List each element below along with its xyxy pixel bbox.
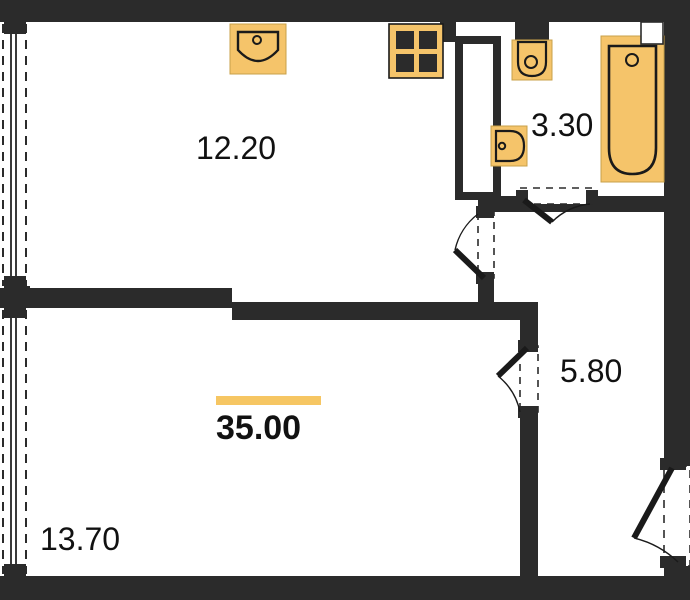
entrance-door — [631, 458, 690, 568]
bathtub-icon — [600, 35, 665, 183]
window-jamb-bottom-2 — [4, 564, 26, 576]
window-upper-left — [0, 22, 27, 288]
kitchen-sink-icon — [229, 23, 287, 75]
window-jamb-bottom — [4, 276, 26, 288]
wall-partition-kitchen-living-b — [232, 302, 532, 320]
wall-exterior-top — [0, 0, 690, 22]
wall-exterior-bottom — [0, 576, 690, 600]
kitchen-door — [452, 206, 495, 284]
bathroom-door — [516, 187, 598, 225]
total-area-value: 35.00 — [216, 409, 302, 447]
hallway-door — [495, 340, 539, 418]
fixtures — [229, 21, 665, 183]
stove-4-burner-icon — [388, 23, 444, 79]
total-area-block: 35.00 — [216, 396, 321, 445]
washbasin-icon — [490, 125, 528, 167]
wall-partition-kitchen-living — [8, 288, 232, 308]
window-jamb-top-2 — [4, 306, 26, 318]
area-label-hallway: 5.80 — [560, 353, 623, 389]
area-label-living-room: 13.70 — [40, 521, 121, 557]
toilet-icon — [511, 22, 553, 81]
shaft-interior — [463, 44, 493, 192]
area-label-kitchen: 12.20 — [196, 130, 277, 166]
total-area-accent-bar — [216, 396, 321, 405]
vent-shaft-icon — [640, 21, 664, 45]
window-jamb-top — [4, 22, 26, 34]
windows — [0, 22, 27, 576]
area-label-bathroom: 3.30 — [531, 107, 594, 143]
wall-kitchen-right-upper — [440, 22, 456, 42]
window-lower-left — [0, 306, 27, 576]
doors — [452, 187, 690, 568]
